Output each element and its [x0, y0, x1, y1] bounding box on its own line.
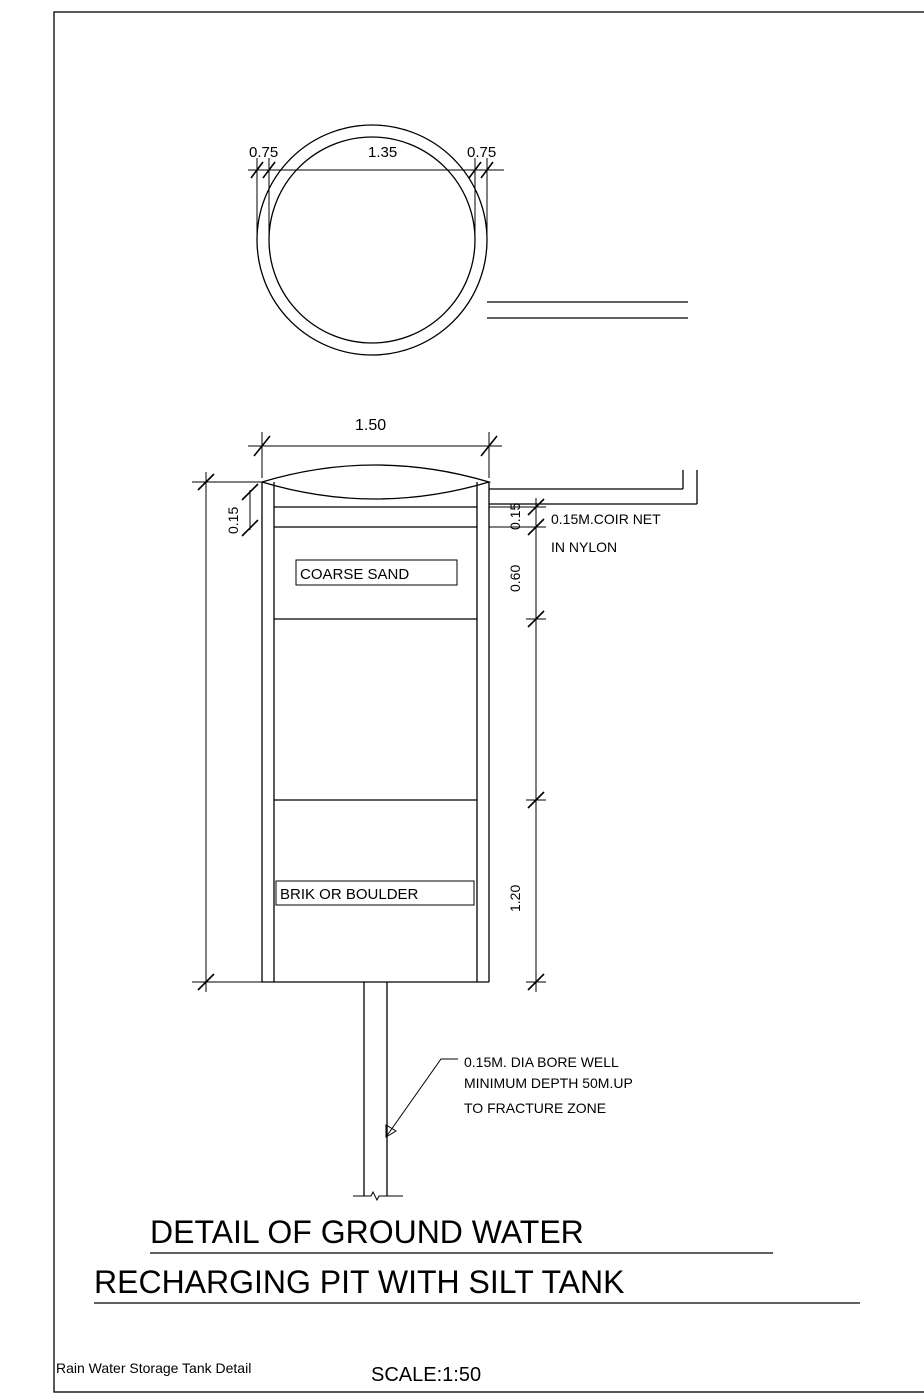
bore-note-line3: TO FRACTURE ZONE: [464, 1100, 606, 1116]
plan-tick-4: [480, 161, 494, 179]
title-line2: RECHARGING PIT WITH SILT TANK: [94, 1264, 624, 1300]
section-dim-top-width: 1.50: [355, 417, 386, 434]
coarse-sand-label-box: [295, 559, 458, 586]
section-dim-right-coir: 0.15: [507, 503, 523, 530]
boulder-label: BRIK OR BOULDER: [280, 886, 419, 903]
left-tick-bottom: [197, 973, 215, 991]
bore-note-line1: 0.15M. DIA BORE WELL: [464, 1054, 619, 1070]
section-view: 1.50 COARSE SAND BRIK OR BOULDER 0.15: [192, 417, 698, 1202]
sheet-border: [53, 11, 924, 1393]
pit-top-cover: [259, 464, 492, 500]
title-line1: DETAIL OF GROUND WATER: [150, 1214, 584, 1250]
section-dim-right-sand: 0.60: [507, 565, 523, 592]
coir-note-line2: IN NYLON: [551, 539, 617, 555]
right-tick-5: [527, 973, 545, 991]
section-top-tick-left: [253, 435, 271, 457]
plan-tick-2: [262, 161, 276, 179]
right-tick-2: [527, 518, 545, 536]
title-block: DETAIL OF GROUND WATER RECHARGING PIT WI…: [94, 1214, 860, 1304]
plan-tick-3: [468, 161, 482, 179]
plan-dim-wall-left: 0.75: [249, 144, 278, 161]
footer-scale: SCALE:1:50: [371, 1364, 481, 1386]
bore-well-leader: [385, 1058, 458, 1138]
left-tick-top: [197, 473, 215, 491]
section-dim-right-boulder: 1.20: [507, 885, 523, 912]
bore-note-line2: MINIMUM DEPTH 50M.UP: [464, 1075, 633, 1091]
right-tick-1: [527, 498, 545, 516]
coarse-sand-label: COARSE SAND: [300, 566, 409, 583]
section-dim-left-top: 0.15: [225, 507, 241, 534]
right-tick-3: [527, 610, 545, 628]
coir-note-line1: 0.15M.COIR NET: [551, 511, 661, 527]
boulder-label-box: [275, 880, 475, 906]
left-top-tick-2: [241, 519, 259, 537]
left-top-tick-1: [241, 483, 259, 501]
bore-well-leader-arrow: [385, 1124, 397, 1138]
plan-tick-1: [250, 161, 264, 179]
footer-caption: Rain Water Storage Tank Detail: [56, 1360, 251, 1376]
plan-inlet-gap: [484, 296, 490, 324]
plan-dim-wall-right: 0.75: [467, 144, 496, 161]
right-tick-4: [527, 791, 545, 809]
plan-dim-inner: 1.35: [368, 144, 397, 161]
plan-inner-ring: [268, 136, 476, 344]
section-top-tick-right: [480, 435, 498, 457]
bore-well-break-line: [353, 1190, 403, 1202]
plan-view: 0.75 1.35 0.75: [248, 124, 688, 356]
